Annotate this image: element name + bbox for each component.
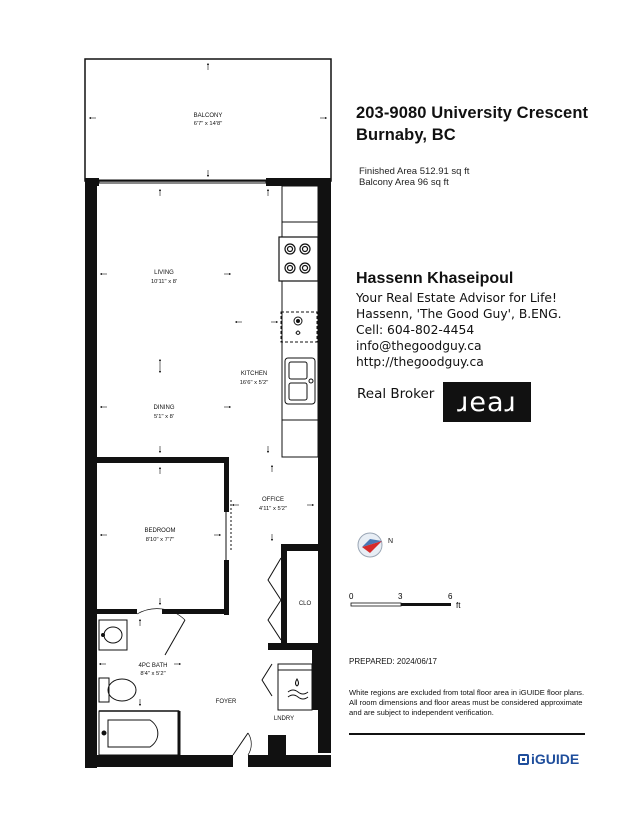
laundry-door — [261, 663, 273, 697]
bath-door — [136, 608, 186, 656]
unit-walls — [85, 178, 331, 768]
svg-text:N: N — [388, 538, 393, 545]
agent-title: Hassenn, 'The Good Guy', B.ENG. — [356, 307, 562, 321]
footer-divider — [349, 733, 585, 735]
address-line-2: Burnaby, BC — [356, 126, 456, 144]
bathroom-fixtures — [98, 619, 181, 756]
scale-bar: 0 3 6 ft — [349, 592, 461, 610]
brand-logo-icon — [518, 753, 529, 765]
room-label-balcony: BALCONY — [194, 113, 223, 119]
closet-door — [267, 557, 282, 641]
scale-tick-0: 0 — [349, 592, 354, 601]
room-dims-office: 4'11" x 5'2" — [259, 506, 287, 512]
prepared-date: PREPARED: 2024/06/17 — [349, 657, 437, 666]
brand-logo: iGUIDE — [518, 751, 579, 767]
room-dims-living: 10'11" x 8' — [151, 279, 177, 285]
room-label-kitchen: KITCHEN — [241, 371, 267, 377]
agent-email: info@thegoodguy.ca — [356, 339, 482, 353]
disclaimer-notes: White regions are excluded from total fl… — [349, 688, 585, 717]
room-label-laundry: LNDRY — [274, 716, 294, 722]
dishwasher-icon — [280, 311, 318, 343]
address-line-1: 203-9080 University Crescent — [356, 104, 589, 122]
room-label-foyer: FOYER — [216, 699, 237, 705]
agent-phone: Cell: 604-802-4454 — [356, 323, 475, 337]
room-dims-kitchen: 16'6" x 5'2" — [240, 380, 269, 386]
broker-label: Real Broker — [357, 386, 435, 402]
scale-tick-6: 6 — [448, 592, 453, 601]
bath-dimension-arrows — [98, 618, 182, 707]
stove-icon — [278, 236, 319, 282]
sink-icon — [284, 357, 316, 405]
room-label-closet: CLO — [299, 601, 312, 607]
balcony-outline — [84, 58, 332, 182]
scale-tick-3: 3 — [398, 592, 403, 601]
scale-unit: ft — [456, 601, 461, 610]
kitchen-counter — [281, 185, 319, 458]
laundry-machine-icon — [277, 663, 313, 711]
room-dims-dining: 5'1" x 8' — [154, 414, 174, 420]
room-label-living: LIVING — [154, 270, 174, 276]
agent-tagline: Your Real Estate Advisor for Life! — [356, 291, 557, 305]
entry-door — [232, 732, 252, 756]
compass-icon: N — [357, 532, 393, 558]
floor-plan: BALCONY 6'7" x 14'8" LIVING 10'11" x 8' … — [84, 58, 332, 768]
agent-website: http://thegoodguy.ca — [356, 355, 484, 369]
room-label-office: OFFICE — [262, 497, 284, 503]
room-label-bath: 4PC BATH — [139, 663, 168, 669]
bedroom-door — [225, 500, 232, 560]
room-dims-bedroom: 8'10" x 7'7" — [146, 537, 175, 543]
balcony-dimension-arrows — [88, 62, 328, 178]
brand-name: iGUIDE — [531, 751, 580, 767]
main-dimension-arrows — [99, 188, 279, 454]
balcony-area: Balcony Area 96 sq ft — [359, 177, 449, 188]
office-dimension-arrows — [99, 464, 315, 606]
room-dims-balcony: 6'7" x 14'8" — [194, 121, 223, 127]
room-dims-bath: 8'4" x 5'2" — [140, 671, 165, 677]
broker-logo-icon: ɹeaɹ — [443, 382, 531, 422]
agent-name: Hassenn Khaseipoul — [356, 270, 514, 287]
finished-area: Finished Area 512.91 sq ft — [359, 166, 470, 177]
room-label-bedroom: BEDROOM — [144, 528, 175, 534]
room-label-dining: DINING — [154, 405, 175, 411]
